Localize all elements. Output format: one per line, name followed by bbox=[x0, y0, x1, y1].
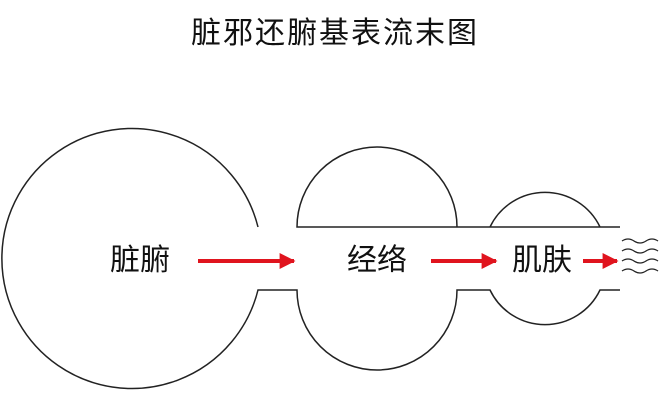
chamber-outline bbox=[1, 127, 620, 390]
page-title: 脏邪还腑基表流末图 bbox=[191, 16, 479, 51]
node-label-zangfu: 脏腑 bbox=[110, 243, 170, 278]
node-label-jingluo: 经络 bbox=[347, 243, 407, 278]
wavy-lines-icon bbox=[621, 238, 659, 274]
node-label-jifu: 肌肤 bbox=[512, 243, 572, 278]
